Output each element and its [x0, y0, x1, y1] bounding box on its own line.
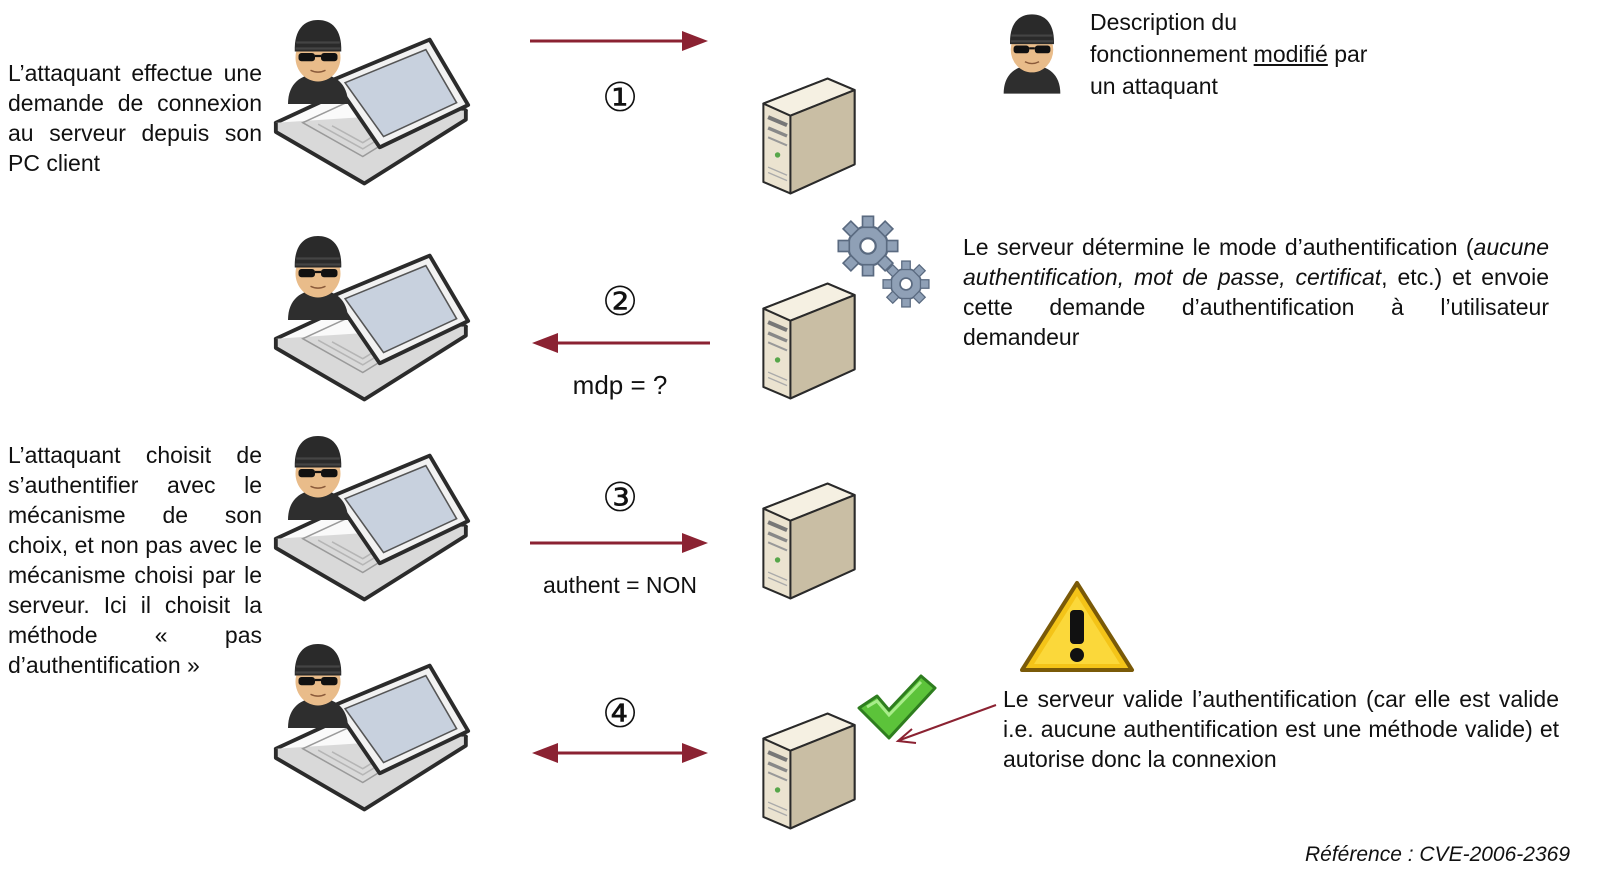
step2-message: mdp = ? [572, 370, 668, 400]
legend-line-1: Description du [1090, 9, 1238, 35]
step2-server-description: Le serveur détermine le mode d’authentif… [963, 234, 1549, 350]
step3-message: authent = NON [542, 572, 698, 598]
step3-attacker-description: L’attaquant choisit de s’authentifier av… [8, 442, 262, 678]
step4-server-icon [760, 680, 858, 862]
legend-attacker-icon [1002, 13, 1062, 95]
checkmark-icon [857, 674, 937, 740]
step2-arrow-left [532, 333, 710, 353]
step3-attacker-icon [286, 434, 350, 522]
step1-number: ① [602, 75, 638, 121]
step1-attacker-icon [286, 18, 350, 106]
step4-arrow-bidirectional [532, 743, 708, 763]
legend-underlined-word: modifié [1253, 41, 1328, 67]
step3-number: ③ [602, 475, 638, 521]
step4-attacker-icon [286, 642, 350, 730]
step4-number: ④ [602, 691, 638, 737]
step4-server-description: Le serveur valide l’authentification (ca… [1003, 686, 1559, 772]
step2-number: ② [602, 279, 638, 325]
step1-server-icon [760, 45, 858, 227]
step3-arrow-right [530, 533, 708, 553]
warning-icon [1020, 581, 1134, 672]
step3-server-icon [760, 450, 858, 632]
step1-arrow-right [530, 31, 708, 51]
gears-icon [837, 215, 930, 308]
legend-text: Description du fonctionnement modifié pa… [1090, 6, 1510, 102]
step2-attacker-icon [286, 234, 350, 322]
reference: Référence : CVE-2006-2369 [1305, 843, 1570, 866]
callout-pointer [895, 704, 997, 744]
legend-line-2: fonctionnement modifié par [1090, 41, 1368, 67]
legend-line-3: un attaquant [1090, 73, 1218, 99]
step1-attacker-description: L’attaquant effectue une demande de conn… [8, 60, 262, 176]
step2-auth-methods: aucune authentification, mot de passe, c… [963, 234, 1549, 290]
